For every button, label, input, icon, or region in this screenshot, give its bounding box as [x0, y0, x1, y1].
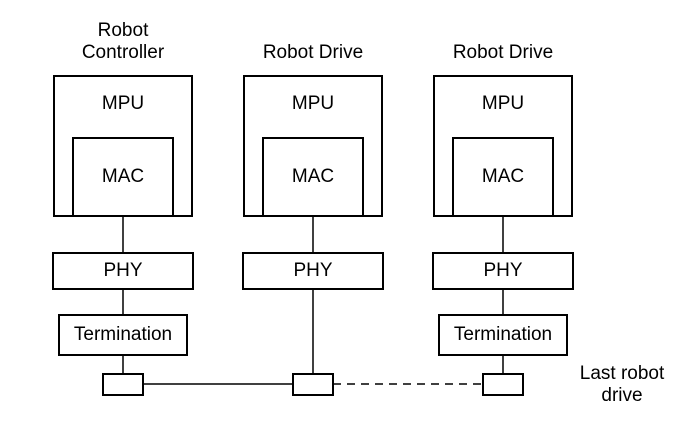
mac-label: MAC: [291, 166, 335, 187]
phy-box: PHY: [432, 252, 574, 290]
mac-box: MAC: [262, 137, 364, 217]
column-title: Robot Drive: [262, 42, 364, 63]
termination-box: Termination: [58, 314, 188, 356]
mac-box: MAC: [452, 137, 554, 217]
bus-tap-box: [292, 373, 334, 396]
last-robot-drive-label: Last robot drive: [579, 363, 665, 406]
phy-label: PHY: [103, 260, 143, 281]
column-title: Robot Controller: [81, 20, 165, 63]
bus-tap-box: [482, 373, 524, 396]
mpu-label: MPU: [481, 93, 525, 114]
mpu-label: MPU: [291, 93, 335, 114]
phy-box: PHY: [52, 252, 194, 290]
phy-box: PHY: [242, 252, 384, 290]
termination-label: Termination: [453, 324, 553, 345]
bus-tap-box: [102, 373, 144, 396]
mac-box: MAC: [72, 137, 174, 217]
column-title: Robot Drive: [452, 42, 554, 63]
phy-label: PHY: [483, 260, 523, 281]
mac-label: MAC: [101, 166, 145, 187]
mpu-label: MPU: [101, 93, 145, 114]
termination-label: Termination: [73, 324, 173, 345]
termination-box: Termination: [438, 314, 568, 356]
phy-label: PHY: [293, 260, 333, 281]
mac-label: MAC: [481, 166, 525, 187]
